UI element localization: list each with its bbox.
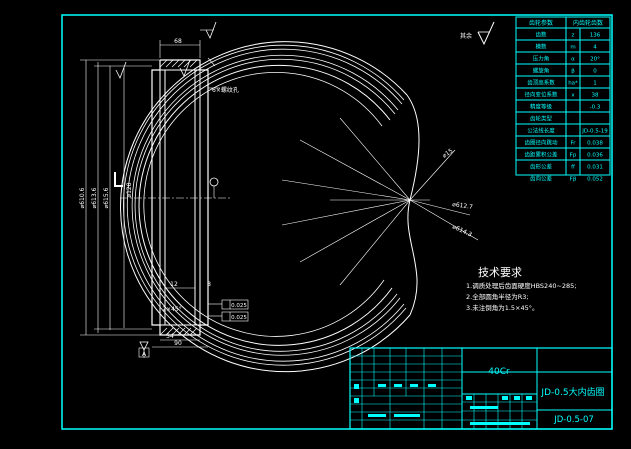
table-cell: 齿向公差: [530, 175, 553, 183]
tech-req-title: 技术要求: [478, 266, 522, 279]
section-view: ⌀610.6 ⌀613.6 ⌀615.6 ⌀128 68 6×螺纹孔 12 8 …: [79, 21, 249, 358]
technical-requirements: 技术要求 1.调质处理后齿面硬度HBS240~285; 2.全部圆角半径为R3;…: [466, 266, 577, 312]
ring-view: ⌀15 ⌀612.7 ⌀614.3: [120, 41, 479, 373]
table-cell: m: [570, 45, 575, 51]
table-cell: 0.052: [587, 177, 603, 183]
table-cell: ff: [571, 165, 575, 171]
roughness-symbol: [115, 61, 127, 79]
table-cell: 0.036: [587, 153, 603, 159]
dim-small-2: 8: [207, 281, 211, 288]
title-block: 40Cr JD-0.5大内齿圈 JD-0.5-07: [349, 347, 613, 430]
table-cell: ha*: [568, 81, 578, 87]
table-rows: 齿数 z 136 模数 m 4 压力角 α 20° 螺旋角 β 0 齿顶高系数 ha* 1 径向变位系数 x 38…: [524, 31, 608, 183]
title-part-name: JD-0.5大内齿圈: [540, 386, 604, 398]
table-cell: z: [572, 33, 575, 39]
dim-dia-3: ⌀615.6: [103, 187, 110, 208]
roughness-general-icon: [477, 21, 495, 46]
table-cell: 38: [592, 93, 599, 99]
table-cell: 齿轮类型: [530, 115, 553, 123]
table-cell: x: [571, 93, 575, 99]
tolerance-2: 0.025: [231, 315, 247, 321]
table-cell: Fr: [570, 141, 576, 147]
roughness-symbol: [205, 21, 217, 39]
table-cell: 公法线长度: [527, 127, 555, 135]
datum-label: A: [142, 351, 147, 358]
table-cell: 齿顶高系数: [527, 79, 555, 87]
table-cell: 齿圈径向跳动: [524, 139, 558, 147]
dim-chamfer: 2×45°: [162, 306, 181, 313]
table-cell: 精度等级: [530, 103, 553, 111]
table-cell: α: [571, 57, 575, 63]
ring-dim-2: ⌀612.7: [452, 201, 474, 211]
table-header-right: 内齿轮齿数: [573, 19, 603, 27]
table-cell: 模数: [535, 43, 547, 51]
dim-bottom-2: 90: [174, 340, 182, 347]
table-cell: 20°: [590, 57, 600, 63]
table-cell: 螺旋角: [533, 67, 550, 75]
table-cell: 0.038: [587, 141, 603, 147]
table-cell: 0: [593, 69, 597, 75]
note-hole: 6×螺纹孔: [212, 86, 239, 94]
table-cell: Fβ: [570, 177, 577, 183]
parameter-table: 齿轮参数 内齿轮齿数 齿数 z 136 模数 m 4 压力角 α 20° 螺旋角 β 0 齿顶高系数 ha…: [515, 16, 611, 183]
table-cell: 齿数: [535, 31, 547, 39]
datum-marker: [209, 177, 219, 187]
title-material: 40Cr: [488, 367, 510, 377]
table-cell: 压力角: [533, 55, 550, 63]
dim-dia-4: ⌀128: [126, 182, 133, 197]
table-cell: 齿形公差: [530, 163, 553, 171]
dim-dia-1: ⌀610.6: [79, 187, 86, 208]
table-cell: -0.3: [590, 105, 601, 111]
table-header-left: 齿轮参数: [529, 19, 553, 27]
dim-small: 12: [170, 281, 178, 288]
roughness-note-label: 其余: [460, 32, 472, 40]
table-cell: Fp: [570, 153, 577, 159]
title-drawing-number: JD-0.5-07: [553, 415, 594, 425]
table-cell: 1: [593, 81, 597, 87]
dim-bottom-1: 54: [166, 333, 174, 340]
dim-top-width: 68: [174, 38, 182, 45]
drawing-frame: [61, 14, 613, 430]
tolerance-1: 0.025: [231, 303, 247, 309]
tech-req-item: 3.未注倒角为1.5×45°。: [466, 303, 539, 312]
table-cell: JD-0.5-19: [581, 129, 608, 135]
table-cell: 齿距累积公差: [524, 151, 558, 159]
tech-req-item: 2.全部圆角半径为R3;: [466, 292, 529, 301]
table-cell: 4: [593, 45, 597, 51]
dim-dia-2: ⌀613.6: [91, 187, 98, 208]
ring-dim-3: ⌀614.3: [451, 223, 473, 238]
table-cell: 0.031: [587, 165, 603, 171]
table-cell: β: [571, 69, 575, 75]
tech-req-item: 1.调质处理后齿面硬度HBS240~285;: [466, 281, 577, 290]
table-cell: 136: [590, 33, 601, 39]
table-cell: 径向变位系数: [524, 91, 558, 99]
